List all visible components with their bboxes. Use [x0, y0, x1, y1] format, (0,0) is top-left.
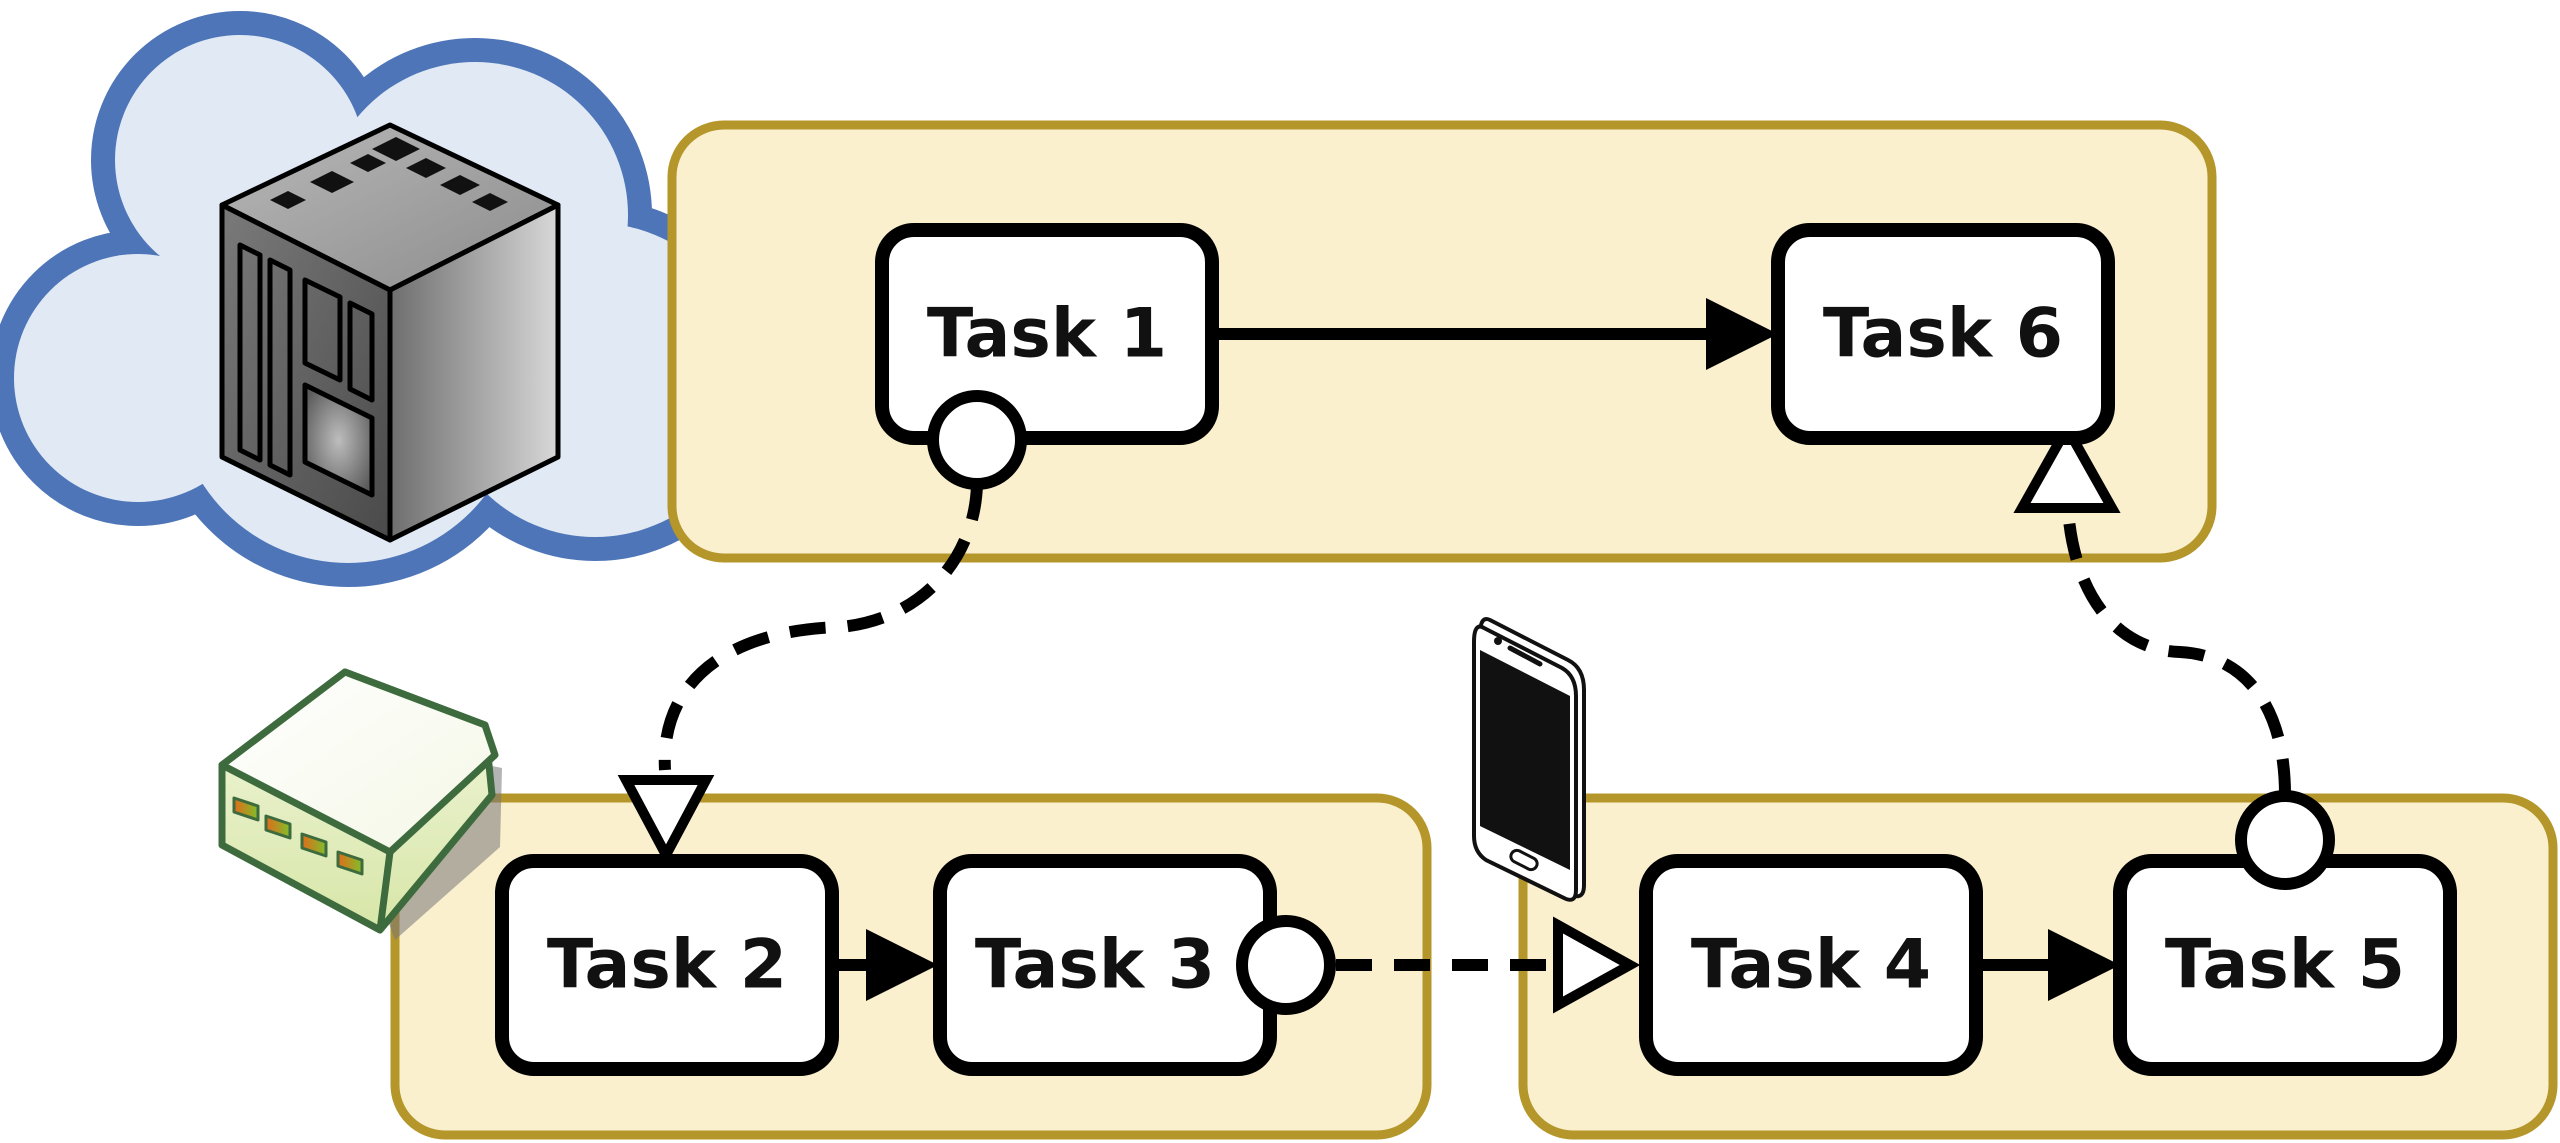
message-flow-task3-task4 [1336, 916, 1641, 1014]
message-flow-task1-task2 [617, 483, 983, 866]
task-box-3[interactable]: Task 3 [933, 854, 1277, 1076]
message-source-circle-task3 [1236, 915, 1336, 1015]
task-box-1[interactable]: Task 1 [875, 223, 1219, 445]
task-box-4[interactable]: Task 4 [1639, 854, 1983, 1076]
cloud-server-icon [219, 122, 561, 543]
task-box-5[interactable]: Task 5 [2113, 854, 2457, 1076]
sequence-flow-task1-task6 [1212, 298, 1778, 370]
message-source-circle-task1 [927, 390, 1027, 490]
task-label: Task 6 [1823, 295, 2063, 374]
smartphone-icon [1472, 617, 1586, 902]
task-label: Task 2 [547, 926, 787, 1005]
sequence-flow-task2-task3 [832, 929, 938, 1001]
task-box-2[interactable]: Task 2 [495, 854, 839, 1076]
message-flow-task5-task6 [2013, 417, 2291, 796]
gateway-router-icon [218, 668, 502, 940]
sequence-flow-task4-task5 [1976, 929, 2120, 1001]
task-label: Task 4 [1691, 926, 1931, 1005]
task-label: Task 1 [927, 295, 1167, 374]
task-label: Task 5 [2165, 926, 2405, 1005]
task-box-6[interactable]: Task 6 [1771, 223, 2115, 445]
message-source-circle-task5 [2235, 790, 2335, 890]
task-label: Task 3 [975, 926, 1215, 1005]
